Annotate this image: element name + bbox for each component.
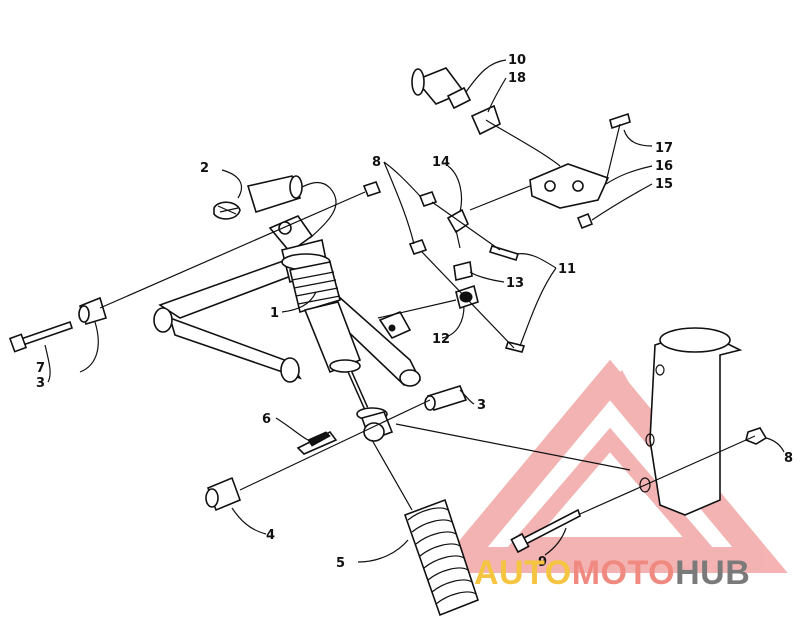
callout-14: 14 <box>432 155 450 170</box>
leader-lines <box>44 59 785 563</box>
callout-17: 17 <box>655 141 673 156</box>
callout-2: 2 <box>200 161 209 176</box>
shock-absorber <box>268 181 369 410</box>
watermark-auto: AUTO <box>474 554 572 592</box>
callout-13: 13 <box>506 276 524 291</box>
callout-6: 6 <box>262 412 271 427</box>
svg-text:AUTOMOTOHUB: AUTOMOTOHUB <box>474 554 750 592</box>
callout-8-top: 8 <box>372 155 381 170</box>
callout-4: 4 <box>266 528 275 543</box>
callout-5: 5 <box>336 556 345 571</box>
swing-arm-frame <box>153 254 422 387</box>
callout-3-right: 3 <box>477 398 486 413</box>
upper-linkage <box>411 67 631 230</box>
watermark-text: AUTOMOTOHUB <box>474 554 750 592</box>
watermark-hub: HUB <box>675 554 750 592</box>
lower-mount-parts <box>78 296 468 512</box>
reservoir <box>213 175 303 220</box>
callout-8-right: 8 <box>784 451 793 466</box>
callout-7: 7 <box>36 361 45 376</box>
callout-12: 12 <box>432 332 450 347</box>
callout-15: 15 <box>655 177 673 192</box>
callout-10: 10 <box>508 53 526 68</box>
callout-16: 16 <box>655 159 673 174</box>
watermark-moto: MOTO <box>572 554 675 592</box>
callout-9: 9 <box>538 555 547 570</box>
callout-3-left: 3 <box>36 376 45 391</box>
callout-11: 11 <box>558 262 576 277</box>
callout-18: 18 <box>508 71 526 86</box>
coil-spring <box>403 498 479 617</box>
callout-labels: 1 2 3 3 4 5 6 7 8 8 9 10 11 12 13 14 15 … <box>36 53 793 571</box>
steering-column-bracket <box>639 327 768 516</box>
tie-rod-assembly <box>362 181 526 353</box>
bolts <box>8 320 581 554</box>
callout-1: 1 <box>270 306 279 321</box>
